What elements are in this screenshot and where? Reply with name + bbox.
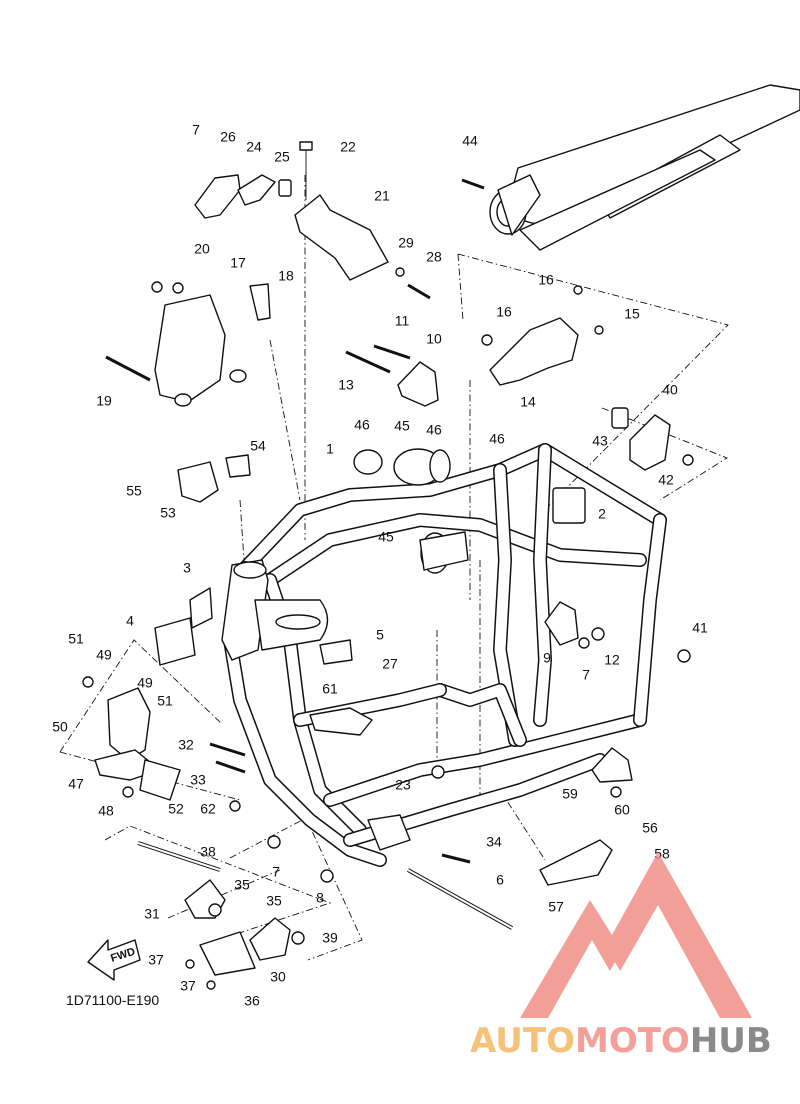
- callout-61: 61: [322, 681, 338, 697]
- callout-37: 37: [180, 978, 196, 994]
- callout-10: 10: [426, 331, 442, 347]
- callout-35: 35: [266, 893, 282, 909]
- callout-35: 35: [234, 877, 250, 893]
- callout-8: 8: [316, 890, 324, 906]
- callout-26: 26: [220, 129, 236, 145]
- callout-31: 31: [144, 906, 160, 922]
- callout-36: 36: [244, 993, 260, 1009]
- callout-34: 34: [486, 834, 502, 850]
- callout-44: 44: [462, 133, 478, 149]
- callout-53: 53: [160, 505, 176, 521]
- callout-16: 16: [496, 304, 512, 320]
- callout-39: 39: [322, 930, 338, 946]
- callout-9: 9: [543, 650, 551, 666]
- callout-48: 48: [98, 803, 114, 819]
- forward-direction-arrow: FWD: [87, 939, 141, 981]
- diagram-code: 1D71100-E190: [66, 992, 159, 1008]
- muffler-assembly: [489, 84, 800, 251]
- callout-6: 6: [496, 872, 504, 888]
- callout-5: 5: [376, 627, 384, 643]
- callout-49: 49: [96, 647, 112, 663]
- callout-38: 38: [200, 844, 216, 860]
- callout-62: 62: [200, 801, 216, 817]
- callout-46: 46: [354, 417, 370, 433]
- callout-51: 51: [157, 693, 173, 709]
- callout-41: 41: [692, 620, 708, 636]
- callout-13: 13: [338, 377, 354, 393]
- callout-18: 18: [278, 268, 294, 284]
- callout-54: 54: [250, 438, 266, 454]
- callout-40: 40: [662, 382, 678, 398]
- callout-37: 37: [148, 952, 164, 968]
- callout-14: 14: [520, 394, 536, 410]
- callout-19: 19: [96, 393, 112, 409]
- bracket-parts: [82, 141, 694, 990]
- callout-45: 45: [378, 529, 394, 545]
- callout-43: 43: [592, 433, 608, 449]
- callout-2: 2: [598, 506, 606, 522]
- callout-29: 29: [398, 235, 414, 251]
- callout-27: 27: [382, 656, 398, 672]
- callout-22: 22: [340, 139, 356, 155]
- callout-49: 49: [137, 675, 153, 691]
- callout-21: 21: [374, 188, 390, 204]
- callout-16: 16: [538, 272, 554, 288]
- callout-57: 57: [548, 899, 564, 915]
- callout-45: 45: [394, 418, 410, 434]
- main-frame: [221, 443, 667, 867]
- callout-60: 60: [614, 802, 630, 818]
- callout-51: 51: [68, 631, 84, 647]
- callout-23: 23: [395, 777, 411, 793]
- callout-12: 12: [604, 652, 620, 668]
- callout-46: 46: [489, 431, 505, 447]
- watermark-logo: [520, 852, 752, 1018]
- callout-4: 4: [126, 613, 134, 629]
- callout-1: 1: [326, 441, 334, 457]
- callout-42: 42: [658, 472, 674, 488]
- callout-46: 46: [426, 422, 442, 438]
- callout-7: 7: [192, 122, 200, 138]
- callout-47: 47: [68, 776, 84, 792]
- callout-25: 25: [274, 149, 290, 165]
- callout-17: 17: [230, 255, 246, 271]
- callout-59: 59: [562, 786, 578, 802]
- callout-11: 11: [395, 313, 410, 329]
- callout-55: 55: [126, 483, 142, 499]
- callout-33: 33: [190, 772, 206, 788]
- callout-52: 52: [168, 801, 184, 817]
- callout-56: 56: [642, 820, 658, 836]
- callout-7: 7: [582, 667, 590, 683]
- callout-3: 3: [183, 560, 191, 576]
- callout-28: 28: [426, 249, 442, 265]
- callout-15: 15: [624, 306, 640, 322]
- callout-20: 20: [194, 241, 210, 257]
- callout-7: 7: [272, 864, 280, 880]
- callout-32: 32: [178, 737, 194, 753]
- callout-50: 50: [52, 719, 68, 735]
- callout-24: 24: [246, 139, 262, 155]
- callout-30: 30: [270, 969, 286, 985]
- watermark-text: AUTOMOTOHUB: [470, 1021, 772, 1061]
